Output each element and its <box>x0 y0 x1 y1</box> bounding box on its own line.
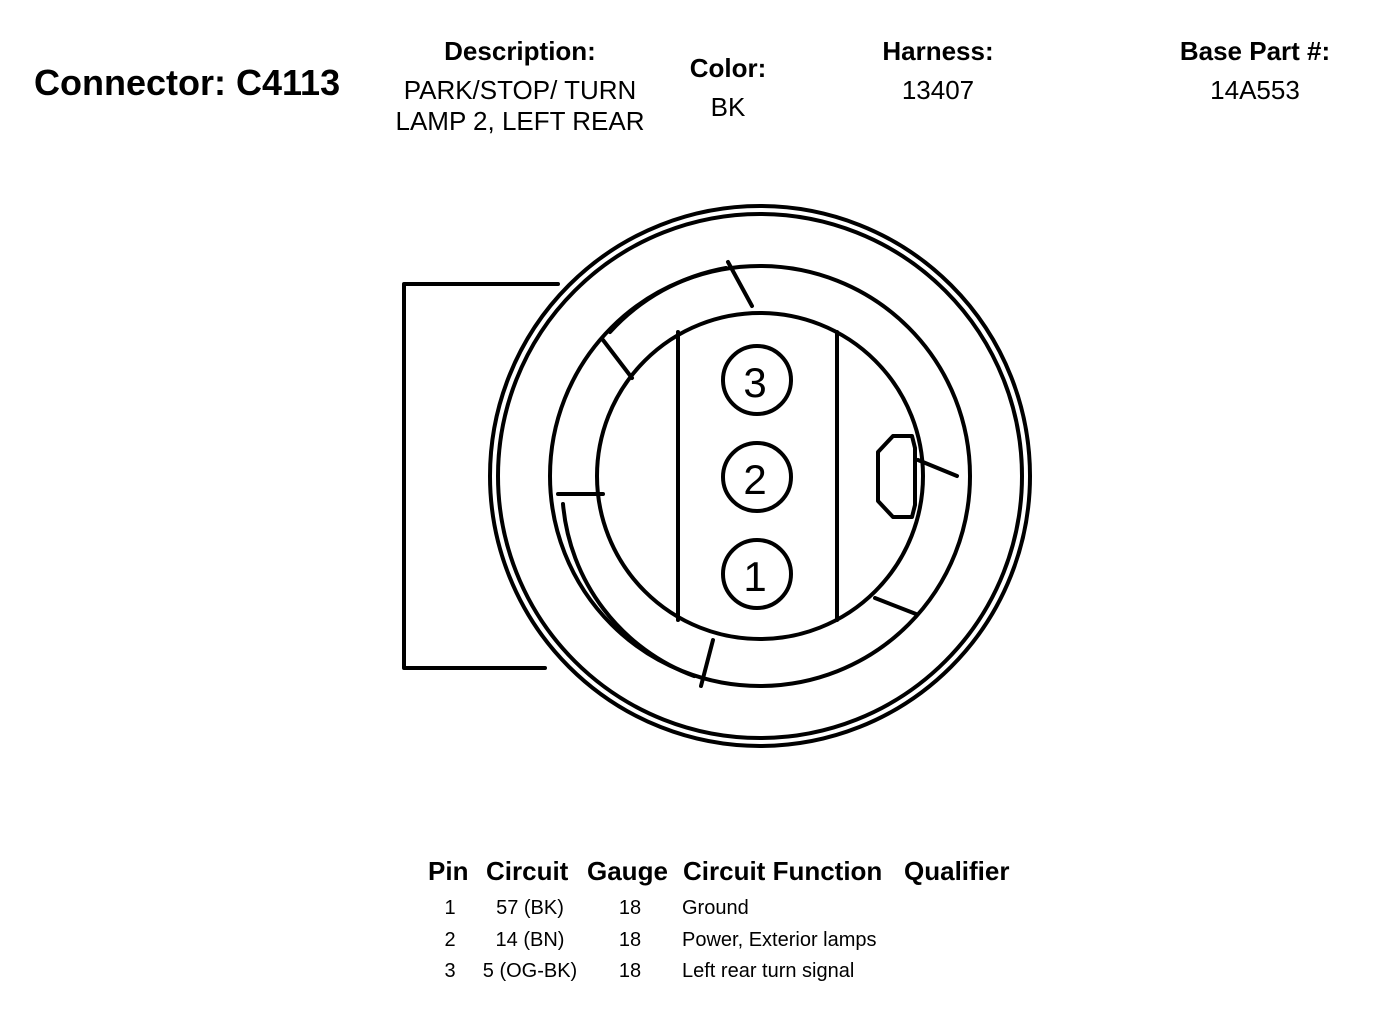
header-qualifier: Qualifier <box>904 856 1010 886</box>
rib-right <box>916 458 959 478</box>
pin-1-label: 1 <box>743 553 766 600</box>
description-line-2: LAMP 2, LEFT REAR <box>395 106 645 136</box>
color-label: Color: <box>689 53 767 83</box>
description-label: Description: <box>444 36 596 66</box>
seal-ring <box>548 264 972 688</box>
row-2-gauge: 18 <box>618 929 642 951</box>
row-3-gauge: 18 <box>618 960 642 982</box>
pin-2-circle <box>721 441 793 513</box>
rib-top-left <box>601 338 634 380</box>
rib-bottom <box>699 638 715 688</box>
header-circuit-function: Circuit Function <box>683 856 883 886</box>
header-pin: Pin <box>428 856 469 886</box>
row-2-pin: 2 <box>444 929 456 951</box>
rib-top <box>726 260 754 308</box>
color-block: Color: BK <box>668 53 788 123</box>
arc-top-left <box>608 266 728 334</box>
row-2-function: Power, Exterior lamps <box>682 929 877 951</box>
base-part-value: 14A553 <box>1210 75 1300 105</box>
inner-face <box>595 311 925 641</box>
base-part-label: Base Part #: <box>1179 36 1331 66</box>
row-3-circuit: 5 (OG-BK) <box>482 960 578 982</box>
header-circuit: Circuit <box>486 856 569 886</box>
arc-bottom-left <box>561 502 696 678</box>
row-3-function: Left rear turn signal <box>682 960 855 982</box>
rib-bottom-right <box>873 596 918 616</box>
harness-label: Harness: <box>882 36 994 66</box>
row-1-pin: 1 <box>444 897 456 919</box>
pin-3-marker: 3 <box>721 344 793 416</box>
outer-ring <box>488 204 1032 748</box>
pin-1-circle <box>721 538 793 610</box>
row-1-function: Ground <box>682 897 749 919</box>
pin-1-marker: 1 <box>721 538 793 610</box>
connector-title: Connector: C4113 <box>34 62 341 103</box>
pin-2-label: 2 <box>743 456 766 503</box>
harness-value: 13407 <box>901 75 975 105</box>
header-gauge: Gauge <box>587 856 668 886</box>
row-1-gauge: 18 <box>618 897 642 919</box>
pin-3-label: 3 <box>743 359 766 406</box>
row-2-circuit: 14 (BN) <box>495 929 565 951</box>
harness-block: Harness: 13407 <box>838 36 1038 106</box>
housing-tab <box>402 282 560 670</box>
row-3-pin: 3 <box>444 960 456 982</box>
outer-ring-inner <box>496 212 1024 740</box>
description-block: Description: PARK/STOP/ TURN LAMP 2, LEF… <box>360 36 680 137</box>
row-1-circuit: 57 (BK) <box>496 897 564 919</box>
description-line-1: PARK/STOP/ TURN <box>403 75 637 105</box>
color-value: BK <box>710 92 746 122</box>
base-part-block: Base Part #: 14A553 <box>1145 36 1365 106</box>
latch <box>876 434 917 519</box>
pin-3-circle <box>721 344 793 416</box>
pin-2-marker: 2 <box>721 441 793 513</box>
